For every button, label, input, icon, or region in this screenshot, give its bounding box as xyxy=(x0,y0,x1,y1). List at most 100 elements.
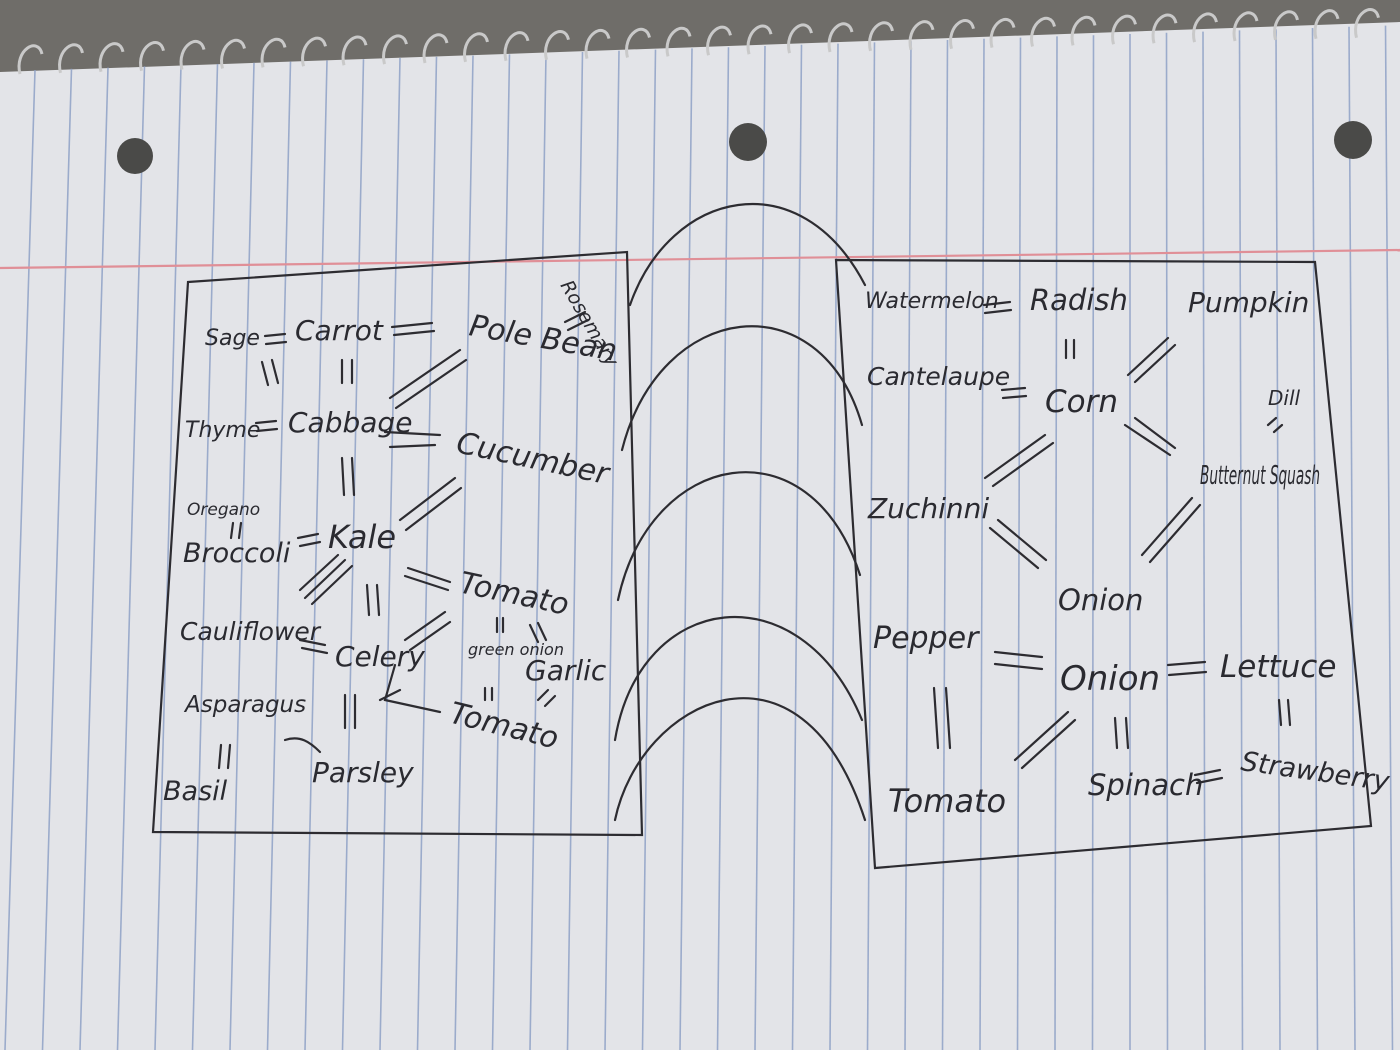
diagonal-kale-cucumber xyxy=(398,476,463,532)
ruled-line xyxy=(416,56,438,1050)
spiral-coil xyxy=(98,42,125,73)
label-cauliflower: Cauliflower xyxy=(180,617,322,646)
label-watermelon: Watermelon xyxy=(865,289,999,314)
spiral-coil xyxy=(1273,10,1299,41)
ruled-line xyxy=(829,43,839,1050)
ruled-line xyxy=(529,53,547,1050)
parallel-sage-thyme xyxy=(260,358,280,387)
spiral-coil xyxy=(139,41,165,72)
margin-line xyxy=(0,248,1400,270)
spiral-coil xyxy=(422,33,449,64)
arch-2 xyxy=(620,325,864,452)
ruled-line xyxy=(191,63,219,1050)
ruled-lines xyxy=(4,25,1394,1050)
spiral-coil xyxy=(787,23,813,54)
ruled-line xyxy=(866,42,876,1050)
diagonal-zucchini-onion xyxy=(988,518,1048,570)
label-pumpkin: Pumpkin xyxy=(1188,286,1309,319)
equals-carrot-polebean xyxy=(390,321,436,337)
ruled-line xyxy=(4,69,36,1050)
ruled-line xyxy=(754,45,766,1050)
parallel-asparagus-basil xyxy=(217,743,232,770)
ruled-line xyxy=(604,50,620,1050)
ruled-line xyxy=(79,67,109,1050)
trellis-arches xyxy=(613,202,867,822)
equals-cauliflower-celery xyxy=(298,638,329,655)
ruled-line xyxy=(941,39,949,1050)
right-bed-connectors xyxy=(932,300,1292,785)
parallel-kale-celery xyxy=(365,583,381,617)
parallel-cabbage-kale xyxy=(340,456,356,497)
spiral-coil xyxy=(625,27,651,58)
label-dill: Dill xyxy=(1268,386,1301,410)
spiral-coil xyxy=(301,36,327,67)
spiral-coil xyxy=(746,24,773,55)
label-corn: Corn xyxy=(1045,384,1118,420)
label-radish: Radish xyxy=(1030,283,1128,317)
spiral-coil xyxy=(949,19,975,50)
diagonal-celery-tomato xyxy=(403,610,452,652)
label-onion-center: Onion xyxy=(1060,659,1160,699)
diagonal-cauliflower-kale xyxy=(298,553,354,606)
label-oregano: Oregano xyxy=(187,500,260,520)
notebook-page xyxy=(0,22,1400,1050)
ruled-line xyxy=(491,54,511,1050)
spiral-coil xyxy=(827,22,854,53)
label-lettuce: Lettuce xyxy=(1220,649,1336,685)
punch-hole-left xyxy=(117,138,153,174)
spiral-coil xyxy=(463,32,489,63)
label-pepper: Pepper xyxy=(873,621,980,656)
ruled-line xyxy=(791,44,803,1050)
equals-cantelaupe-corn xyxy=(1000,386,1028,400)
spiral-coil xyxy=(1232,11,1259,42)
ruled-line xyxy=(454,55,474,1050)
ruled-line xyxy=(904,41,912,1050)
label-carrot: Carrot xyxy=(295,314,384,347)
diagonal-cabbage-polebean xyxy=(388,348,468,410)
ruled-line xyxy=(1016,37,1022,1050)
equals-spinach-strawberry xyxy=(1193,768,1224,785)
label-sage: Sage xyxy=(205,326,260,351)
parallel-carrot-cabbage xyxy=(340,358,354,385)
equals-cabbage-cucumber xyxy=(383,430,442,449)
label-basil: Basil xyxy=(163,776,228,807)
punch-hole-center xyxy=(729,123,767,161)
label-cabbage: Cabbage xyxy=(288,406,412,439)
equals-sage-carrot xyxy=(263,332,288,346)
parallel-garlic-tomato xyxy=(536,688,557,708)
ruled-line xyxy=(41,68,73,1050)
arch-3 xyxy=(616,471,862,602)
spiral-binding xyxy=(17,8,1380,75)
parallel-radish-corn xyxy=(1064,338,1076,360)
ruled-line xyxy=(266,61,292,1050)
label-zucchini: Zuchinni xyxy=(867,492,989,525)
ruled-line xyxy=(304,60,328,1050)
diagonal-corn-squash xyxy=(1123,416,1177,457)
spiral-coil xyxy=(1111,14,1137,45)
punch-hole-right xyxy=(1334,121,1372,159)
label-broccoli: Broccoli xyxy=(183,538,291,569)
label-celery: Celery xyxy=(335,640,425,673)
spiral-coil xyxy=(1030,16,1056,47)
ruled-line xyxy=(229,62,255,1050)
spiral-coil xyxy=(584,28,611,59)
label-garlic: Garlic xyxy=(525,654,607,687)
spiral-coil xyxy=(706,25,732,56)
ruled-line xyxy=(1091,35,1095,1050)
ruled-line xyxy=(679,48,693,1050)
spiral-coil xyxy=(382,34,408,65)
equals-broccoli-kale xyxy=(296,532,322,548)
label-kale: Kale xyxy=(328,518,396,556)
link-asparagus-parsley xyxy=(283,737,322,754)
arch-5 xyxy=(613,697,867,822)
equals-kale-tomato xyxy=(403,566,452,592)
ruled-line xyxy=(1238,30,1244,1050)
left-bed-outline xyxy=(151,250,644,837)
label-green-onion: green onion xyxy=(468,640,564,659)
arch-4 xyxy=(613,615,864,742)
label-onion-upper: Onion xyxy=(1058,583,1143,617)
parallel-celery-parsley xyxy=(343,693,357,730)
ruled-line xyxy=(1384,25,1394,1050)
arch-1 xyxy=(628,202,867,307)
